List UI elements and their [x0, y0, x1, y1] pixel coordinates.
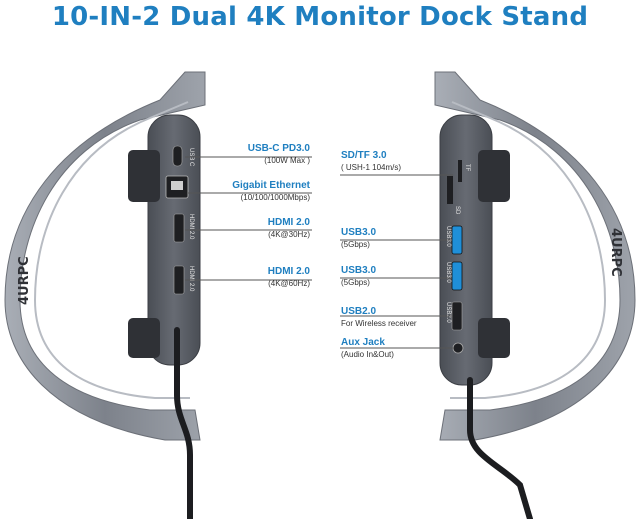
- left-frame: [4, 71, 206, 441]
- label-usb3-2-name: USB3.0: [341, 265, 377, 276]
- etch-usb3-2: USB3.0: [445, 262, 451, 283]
- label-sdtf-spec: ( USH-1 104m/s): [341, 163, 402, 172]
- page-title: 10-IN-2 Dual 4K Monitor Dock Stand: [51, 2, 589, 32]
- leader-lines: [185, 156, 453, 349]
- usb3-port-2: [451, 261, 463, 291]
- label-usb-c: USB-C PD3.0 (100W Max ): [200, 143, 310, 165]
- label-usb3-2-spec: (5Gbps): [341, 278, 370, 287]
- label-usb3-1: USB3.0 (5Gbps): [341, 227, 376, 249]
- label-aux-spec: (Audio In&Out): [341, 350, 394, 359]
- label-ethernet-spec: (10/100/1000Mbps): [240, 193, 310, 202]
- etch-hdmi-1: HDMI 2.0: [188, 214, 194, 240]
- etch-usb3-1: USB3.0: [445, 226, 451, 247]
- label-usb2: USB2.0 For Wireless receiver: [341, 306, 417, 328]
- label-hdmi-1-name: HDMI 2.0: [267, 217, 310, 228]
- right-frame: [434, 71, 636, 441]
- label-sdtf-name: SD/TF 3.0: [341, 150, 387, 161]
- label-usb-c-name: USB-C PD3.0: [247, 143, 310, 154]
- right-brand-logo: 4URPC: [608, 228, 623, 277]
- right-frame-inner: [450, 101, 607, 399]
- etch-tf: TF: [464, 164, 470, 172]
- label-usb-c-spec: (100W Max ): [264, 156, 310, 165]
- label-usb3-1-spec: (5Gbps): [341, 240, 370, 249]
- right-grip-top: [478, 150, 510, 202]
- right-cable: [467, 377, 533, 519]
- right-grip-bottom: [478, 318, 510, 358]
- left-brand-logo: 4URPC: [17, 256, 32, 305]
- label-hdmi-1: HDMI 2.0 (4K@30Hz): [200, 217, 310, 239]
- sd-slot: [447, 176, 453, 204]
- label-aux-name: Aux Jack: [341, 337, 385, 348]
- aux-jack: [452, 342, 464, 354]
- etch-usb2: USB2.0: [445, 302, 451, 323]
- usb-c-port: [172, 145, 183, 167]
- label-usb2-spec: For Wireless receiver: [341, 319, 417, 328]
- etch-sd: SD: [454, 206, 460, 215]
- usb2-port: [451, 301, 463, 331]
- label-hdmi-2: HDMI 2.0 (4K@60Hz): [200, 266, 310, 288]
- label-hdmi-1-spec: (4K@30Hz): [268, 230, 310, 239]
- label-sdtf: SD/TF 3.0 ( USH-1 104m/s): [341, 150, 401, 172]
- label-usb3-2: USB3.0 (5Gbps): [341, 265, 376, 287]
- label-hdmi-2-name: HDMI 2.0: [267, 266, 310, 277]
- right-stand: 4URPC: [434, 71, 636, 519]
- hdmi-port-1: [173, 213, 185, 243]
- left-stand: 4URPC: [4, 71, 206, 519]
- label-hdmi-2-spec: (4K@60Hz): [268, 279, 310, 288]
- label-usb3-1-name: USB3.0: [341, 227, 377, 238]
- left-cable: [174, 327, 193, 519]
- left-grip-top: [128, 150, 160, 202]
- tf-slot: [458, 160, 462, 182]
- label-ethernet: Gigabit Ethernet (10/100/1000Mbps): [200, 180, 310, 202]
- usb3-port-1: [451, 225, 463, 255]
- etch-hdmi-2: HDMI 2.0: [188, 266, 194, 292]
- label-aux: Aux Jack (Audio In&Out): [341, 337, 394, 359]
- left-frame-inner: [33, 101, 190, 399]
- hdmi-port-2: [173, 265, 185, 295]
- etch-usb-c: USB C: [188, 148, 194, 167]
- label-usb2-name: USB2.0: [341, 306, 377, 317]
- left-grip-bottom: [128, 318, 160, 358]
- label-ethernet-name: Gigabit Ethernet: [232, 180, 310, 191]
